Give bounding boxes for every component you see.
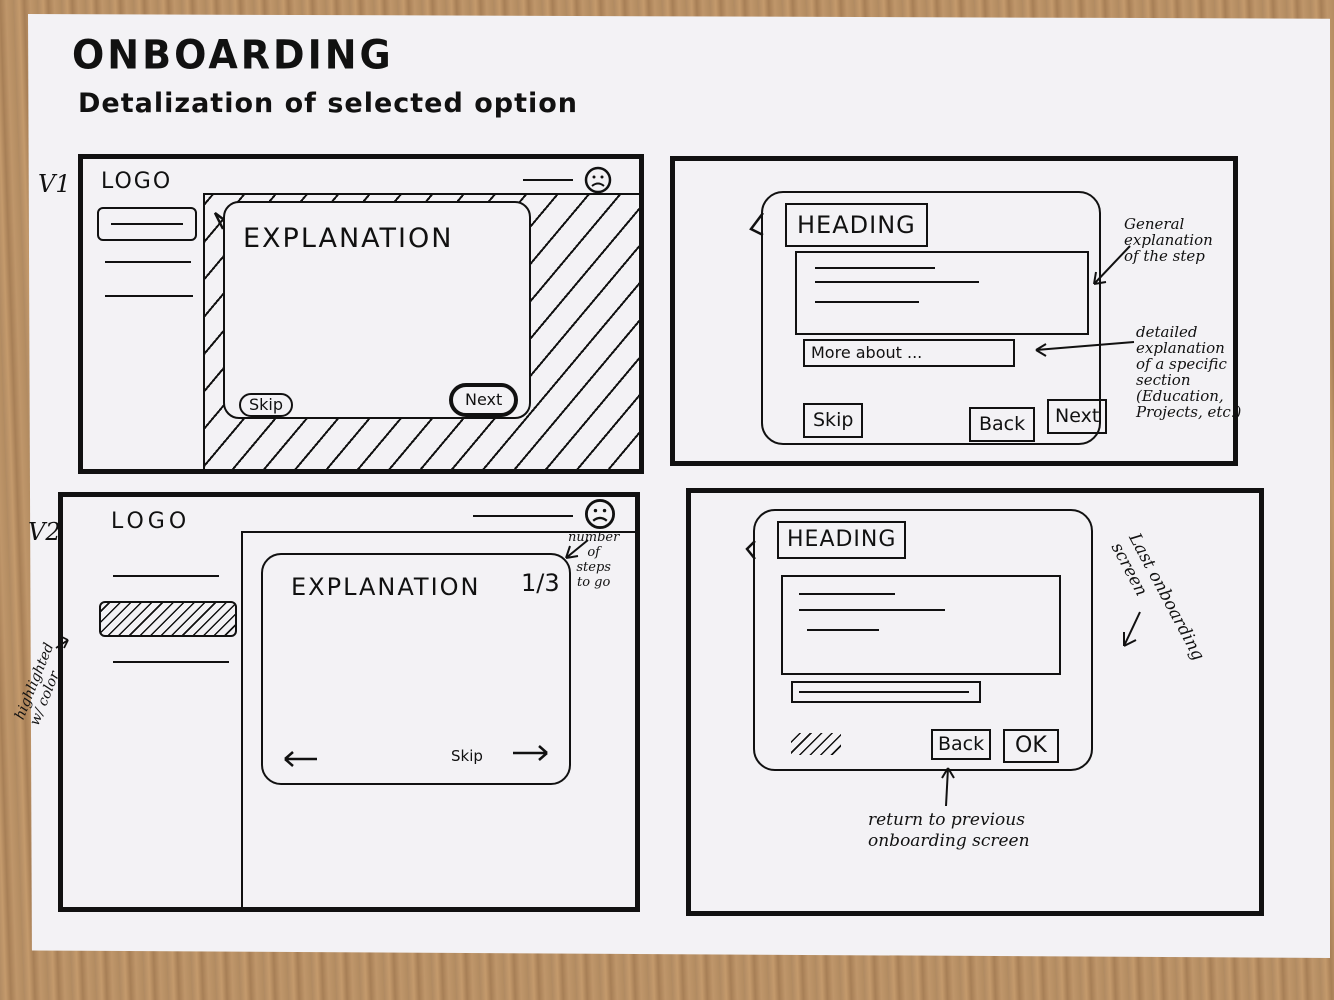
v2a-sidebar-divider	[241, 531, 243, 911]
v2-screen-b: HEADING Back OK	[686, 488, 1264, 916]
v2a-header-line	[241, 531, 637, 533]
v1a-explanation-popup: EXPLANATION Skip Next	[223, 201, 531, 419]
v1b-content-box	[795, 251, 1089, 335]
v1a-sidebar-item[interactable]	[105, 261, 191, 263]
v1a-header-line	[203, 193, 639, 195]
v1b-popup: HEADING More about ... Skip Back Next	[761, 191, 1108, 445]
v1a-next-button[interactable]: Next	[449, 383, 519, 417]
v1a-popup-pointer	[213, 212, 225, 230]
v2-screen-a: LOGO EXPLANATION 1/3 Skip	[58, 492, 640, 912]
v2a-sidebar-item[interactable]	[113, 661, 229, 663]
v1a-sidebar-divider	[203, 193, 205, 469]
v2a-step-counter: 1/3	[521, 569, 560, 597]
v2a-sidebar-item[interactable]	[113, 575, 219, 577]
version-label-v1: V1	[38, 170, 71, 198]
page-title: ONBOARDING	[72, 31, 394, 79]
v2b-ok-button[interactable]: OK	[1003, 729, 1059, 763]
v1-screen-a: LOGO EXPLANATION Skip Next	[78, 154, 644, 474]
v2b-skip-crossed-out	[791, 733, 841, 755]
paper-sheet	[28, 14, 1330, 958]
v2b-back-button[interactable]: Back	[931, 729, 992, 760]
v1a-explanation-text: EXPLANATION	[243, 223, 454, 254]
v1b-skip-button[interactable]: Skip	[803, 403, 864, 438]
v1a-header-menu-line	[523, 179, 573, 181]
v2b-note-return: return to previous onboarding screen	[868, 810, 1030, 851]
v1a-logo: LOGO	[101, 169, 173, 194]
profile-icon[interactable]	[583, 497, 617, 535]
arrow-right-icon[interactable]	[509, 743, 553, 767]
v2b-popup-pointer	[745, 540, 756, 560]
v1-screen-b: HEADING More about ... Skip Back Next	[670, 156, 1238, 466]
v1b-note-general: General explanation of the step	[1124, 215, 1213, 265]
v1b-note-detailed: detailed explanation of a specific secti…	[1136, 323, 1242, 421]
v1a-skip-button[interactable]: Skip	[239, 393, 294, 417]
v2a-header-menu-line	[473, 515, 573, 517]
v2b-content-box	[781, 575, 1061, 675]
v2a-explanation-text: EXPLANATION	[291, 573, 481, 601]
v2a-explanation-popup: EXPLANATION 1/3 Skip	[261, 553, 571, 785]
v1a-sidebar-item[interactable]	[105, 295, 193, 297]
version-label-v2: V2	[28, 518, 61, 546]
arrow-left-icon[interactable]	[281, 749, 321, 773]
v1b-back-button[interactable]: Back	[969, 407, 1036, 442]
v1b-heading: HEADING	[785, 203, 928, 247]
v2b-popup: HEADING Back OK	[753, 509, 1093, 771]
v2b-heading: HEADING	[777, 521, 907, 559]
page-subtitle: Detalization of selected option	[78, 88, 579, 119]
v2b-more-about-link[interactable]	[791, 681, 981, 703]
v2a-skip-button[interactable]: Skip	[451, 747, 483, 765]
profile-icon[interactable]	[583, 165, 613, 199]
v2a-logo: LOGO	[111, 509, 191, 534]
v1b-more-about-link[interactable]: More about ...	[803, 339, 1015, 367]
v1b-popup-pointer	[749, 212, 764, 237]
v2a-sidebar-item-highlighted[interactable]	[99, 601, 237, 637]
v1b-next-button[interactable]: Next	[1047, 399, 1108, 434]
v1a-sidebar-item-selected[interactable]	[97, 207, 197, 241]
v2a-note-steps: number of steps to go	[568, 530, 620, 590]
